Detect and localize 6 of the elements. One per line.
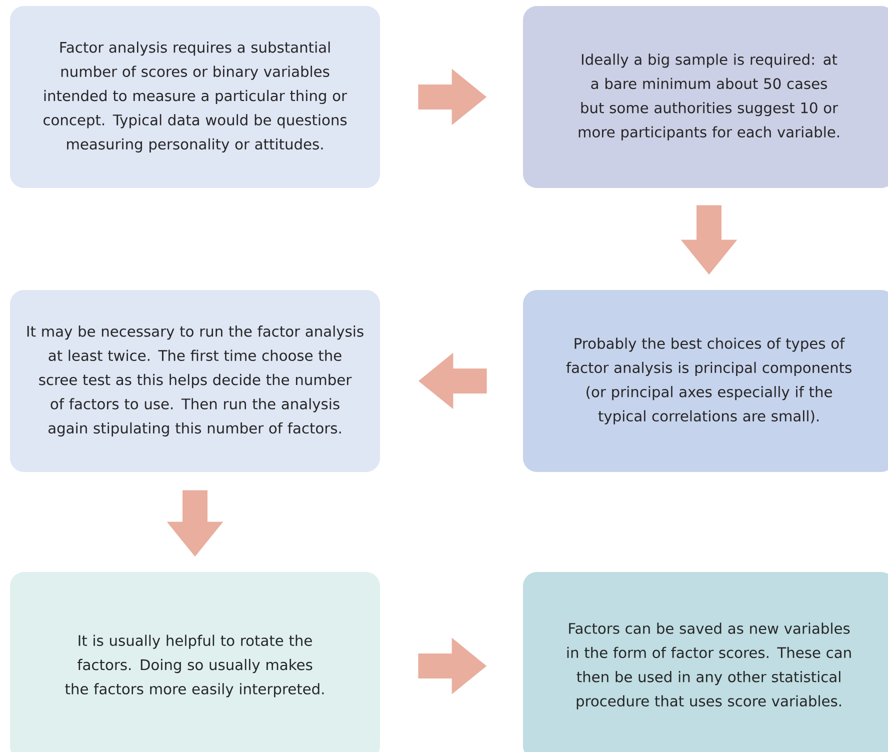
process-box: It may be necessary to run the factor analysis at least twice. The first time choose the scree test as this helps decide the number of factors to use. Then run the analysis again stipulating this number of factors.: [10, 290, 380, 472]
process-box: Factors can be saved as new variables in the form of factor scores. These can then be used in any other statistical procedure that uses score variables.: [523, 572, 888, 752]
process-box: Ideally a big sample is required: at a bare minimum about 50 cases but some authorities suggest 10 or more participants for each variable.: [523, 6, 888, 188]
process-box: It is usually helpful to rotate the factors. Doing so usually makes the factors more easily interpreted.: [10, 572, 380, 752]
process-box: Factor analysis requires a substantial number of scores or binary variables intended to measure a particular thing or concept. Typical data would be questions measuring personality or attitudes.: [10, 6, 380, 188]
process-box: Probably the best choices of types of factor analysis is principal components (or principal axes especially if the typical correlations are small).: [523, 290, 888, 472]
